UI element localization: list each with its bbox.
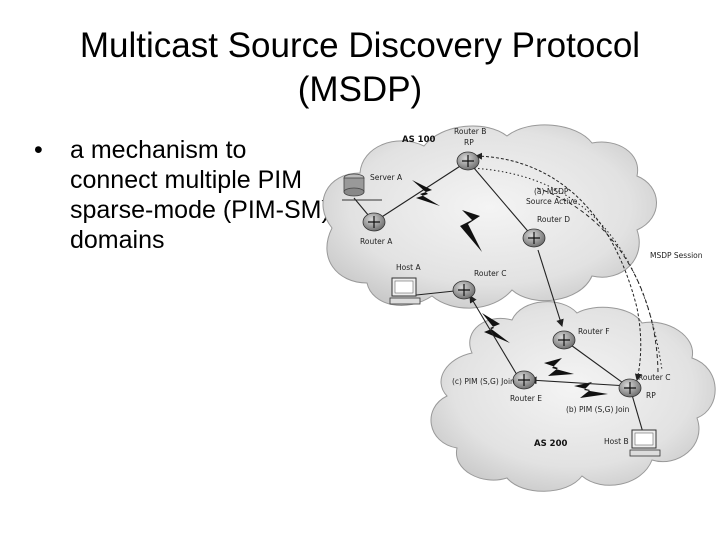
host-a-computer-icon — [389, 277, 421, 305]
label-rp-top: RP — [464, 138, 474, 147]
msdp-sa-arrow — [475, 152, 642, 381]
router-f-icon — [552, 330, 576, 350]
cloud-as-200 — [430, 301, 716, 492]
bullet-item: • a mechanism to connect multiple PIM sp… — [34, 135, 334, 255]
diagram-labels: AS 100 AS 200 Router B RP Server A Route… — [360, 127, 703, 449]
bullet-text: a mechanism to connect multiple PIM spar… — [70, 136, 330, 254]
label-pim-join-b: (b) PIM (S,G) Join — [566, 405, 630, 414]
label-host-a: Host A — [396, 263, 421, 272]
server-icon — [342, 173, 382, 201]
msdp-session-link-2 — [469, 167, 663, 371]
bullet-list: • a mechanism to connect multiple PIM sp… — [34, 135, 334, 255]
pim-join-c-arrow — [469, 295, 521, 381]
label-router-e: Router E — [510, 394, 542, 403]
label-sa-line-1: (a) MSDP — [534, 187, 569, 196]
slide-title-line-2: (MSDP) — [297, 70, 423, 109]
link-router-a-router-b — [373, 160, 469, 223]
slide-title: Multicast Source Discovery Protocol (MSD… — [0, 24, 720, 112]
router-e-icon — [512, 370, 536, 390]
routers — [362, 151, 642, 398]
pim-join-arrows — [469, 249, 629, 387]
lightning-link-a-c — [412, 180, 440, 206]
msdp-network-diagram: AS 100 AS 200 Router B RP Server A Route… — [322, 124, 716, 492]
sa-to-router-f-arrow — [537, 249, 564, 328]
router-c-bottom-icon — [618, 378, 642, 398]
label-msdp-session: MSDP Session — [650, 251, 703, 260]
msdp-session-link — [536, 187, 659, 374]
router-a-icon — [362, 212, 386, 232]
label-host-b: Host B — [604, 437, 629, 446]
label-router-b: Router B — [454, 127, 486, 136]
lightning-link-e-c2 — [574, 382, 608, 398]
msdp-session-arrows — [469, 152, 663, 381]
label-router-f: Router F — [578, 327, 610, 336]
router-c-top-icon — [452, 280, 476, 300]
label-server-a: Server A — [370, 173, 403, 182]
host-b-computer-icon — [629, 429, 661, 457]
label-router-d: Router D — [537, 215, 570, 224]
router-d-icon — [522, 228, 546, 248]
label-sa-line-2: Source Active — [526, 197, 578, 206]
label-router-a: Router A — [360, 237, 393, 246]
bullet-dot: • — [34, 136, 43, 164]
label-rp-bottom: RP — [646, 391, 656, 400]
label-as-200: AS 200 — [534, 439, 567, 449]
router-b-icon — [456, 151, 480, 171]
label-router-c-bottom: Router C — [638, 373, 670, 382]
slide-title-line-1: Multicast Source Discovery Protocol — [79, 26, 641, 65]
label-as-100: AS 100 — [402, 135, 435, 145]
pim-join-b-arrow — [528, 376, 629, 387]
label-pim-join-c: (c) PIM (S,G) Join — [452, 377, 515, 386]
label-router-c-top: Router C — [474, 269, 506, 278]
